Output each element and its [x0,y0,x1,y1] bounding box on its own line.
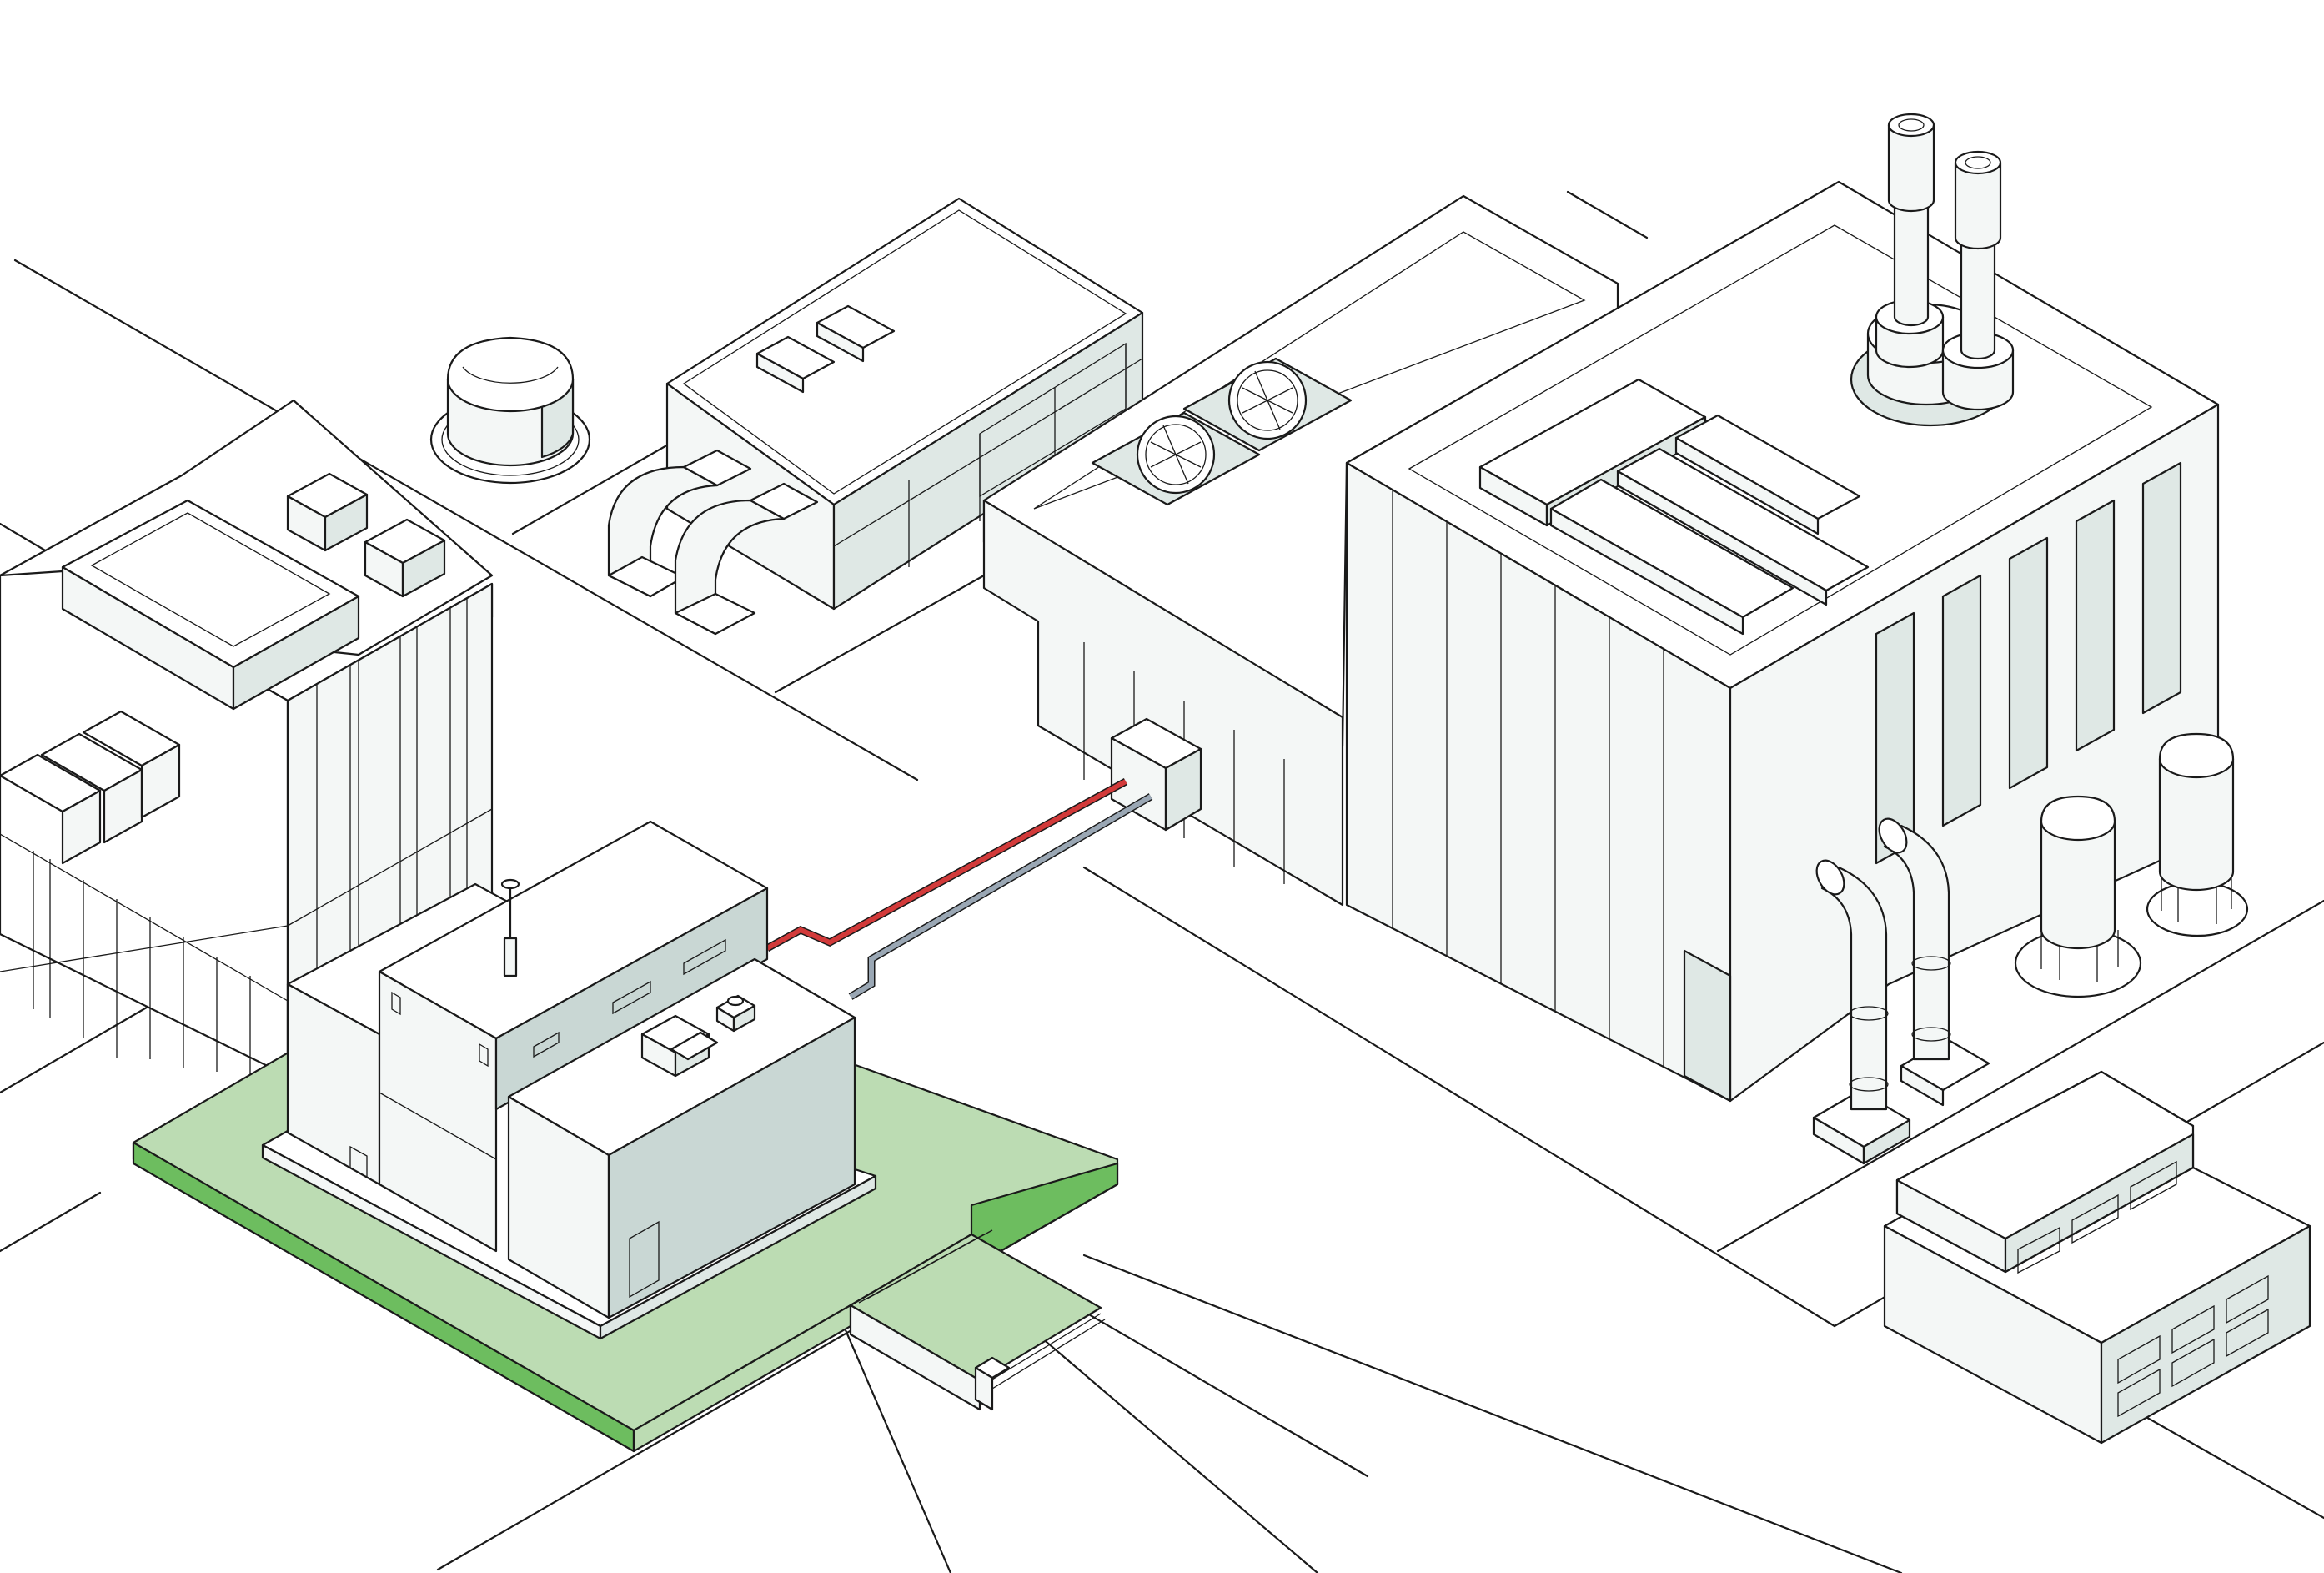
cooling-fans [1091,357,1353,506]
pipe-elbows [1812,817,1990,1165]
roof-units [640,994,756,1078]
roof-ducts [1478,378,1870,636]
plant-windows [1875,461,2182,865]
dome-storage-tank [429,336,591,485]
access-ramp [849,1229,1106,1411]
return-pipe [848,793,1153,1000]
bottom-right-building [1883,1070,2311,1445]
exhaust-stacks [1850,113,2015,427]
featured-site [132,820,1119,1453]
pipe-connector [1110,717,1202,832]
power-plant [982,113,2249,1165]
left-office-building [0,399,494,1078]
duct-elbows [607,449,819,636]
rooftop-vents [0,710,181,865]
storage-tanks [2014,732,2249,998]
top-center-building [607,197,1144,636]
supply-pipe [765,778,1128,952]
